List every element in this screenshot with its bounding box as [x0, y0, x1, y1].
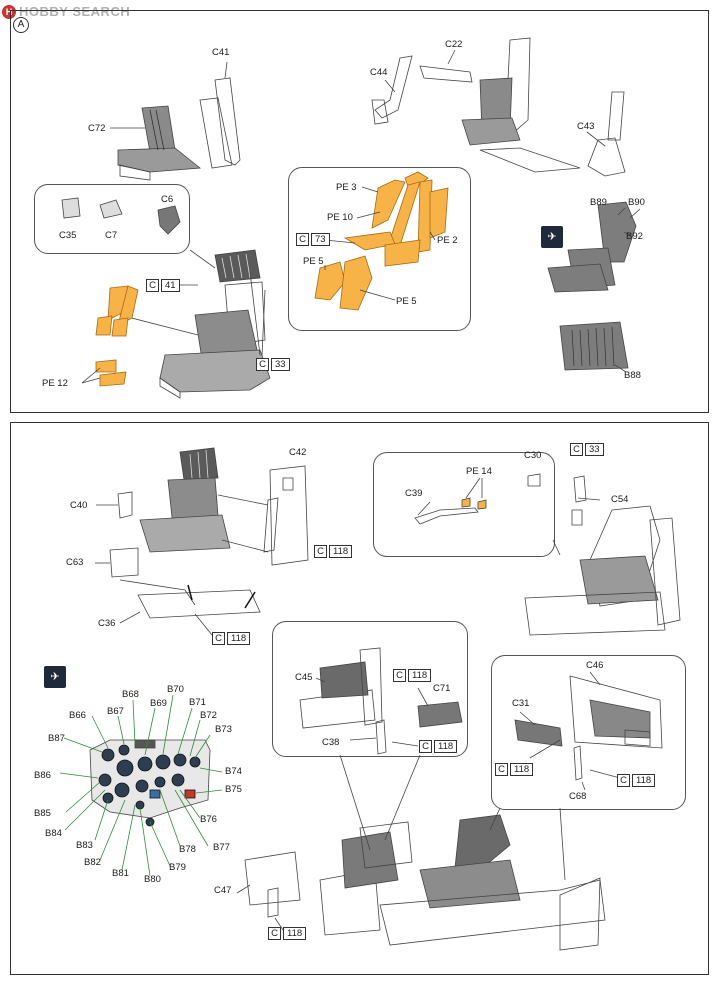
- step-marker: A: [13, 17, 29, 33]
- part-label-c72: C72: [88, 123, 106, 134]
- instrument-label-b68: B68: [122, 689, 139, 700]
- part-label-c40: C40: [70, 500, 88, 511]
- instrument-label-b85: B85: [34, 808, 51, 819]
- part-label-pe2: PE 2: [437, 235, 458, 246]
- callout-bubble-left-console: [272, 621, 468, 757]
- instrument-label-b69: B69: [150, 698, 167, 709]
- part-label-b88: B88: [624, 370, 641, 381]
- part-label-c41: C41: [212, 47, 230, 58]
- hobby-search-watermark: H HOBBY SEARCH: [2, 4, 130, 19]
- instrument-label-b83: B83: [76, 840, 93, 851]
- bottom-panel: [10, 422, 709, 975]
- part-label-c42: C42: [289, 447, 307, 458]
- part-label-pe12: PE 12: [42, 378, 68, 389]
- part-label-c54: C54: [611, 494, 629, 505]
- instrument-label-b75: B75: [225, 784, 242, 795]
- part-label-b92: B92: [626, 231, 643, 242]
- part-label-c63: C63: [66, 557, 84, 568]
- instrument-label-b66: B66: [69, 710, 86, 721]
- hobby-search-logo-icon: H: [2, 4, 16, 19]
- callout-bubble-harness: [288, 167, 471, 331]
- part-label-c38: C38: [322, 737, 340, 748]
- instrument-label-b78: B78: [179, 844, 196, 855]
- part-label-c6: C6: [161, 194, 174, 205]
- callout-bubble-right-console: [491, 655, 686, 810]
- instrument-label-b73: B73: [215, 724, 232, 735]
- part-label-c31: C31: [512, 698, 530, 709]
- instrument-label-b82: B82: [84, 857, 101, 868]
- part-label-c39: C39: [405, 488, 423, 499]
- part-label-c45: C45: [295, 672, 313, 683]
- part-label-c44: C44: [370, 67, 388, 78]
- paint-reference-icon: ✈: [547, 231, 557, 243]
- part-label-c47: C47: [214, 885, 232, 896]
- instrument-label-b86: B86: [34, 770, 51, 781]
- part-label-pe14: PE 14: [466, 466, 492, 477]
- instrument-label-b70: B70: [167, 684, 184, 695]
- instrument-label-b87: B87: [48, 733, 65, 744]
- instrument-label-b81: B81: [112, 868, 129, 879]
- instrument-label-b77: B77: [213, 842, 230, 853]
- part-label-b90: B90: [628, 197, 645, 208]
- part-label-pe5-right: PE 5: [396, 296, 417, 307]
- instrument-label-b71: B71: [189, 697, 206, 708]
- callout-bubble-headrest: [34, 184, 190, 254]
- instrument-label-b84: B84: [45, 828, 62, 839]
- instrument-label-b67: B67: [107, 706, 124, 717]
- callout-bubble-pe14: [373, 452, 555, 557]
- part-label-pe10: PE 10: [327, 212, 353, 223]
- part-label-c46: C46: [586, 660, 604, 671]
- part-label-c7: C7: [105, 230, 118, 241]
- part-label-c30: C30: [524, 450, 542, 461]
- instrument-label-b80: B80: [144, 874, 161, 885]
- part-label-c43: C43: [577, 121, 595, 132]
- part-label-c36: C36: [98, 618, 116, 629]
- part-label-c22: C22: [445, 39, 463, 50]
- instrument-label-b79: B79: [169, 862, 186, 873]
- part-label-pe3: PE 3: [336, 182, 357, 193]
- part-label-c71: C71: [433, 683, 451, 694]
- part-label-c35: C35: [59, 230, 77, 241]
- instrument-label-b74: B74: [225, 766, 242, 777]
- part-label-b89: B89: [590, 197, 607, 208]
- instrument-label-b72: B72: [200, 710, 217, 721]
- watermark-text: HOBBY SEARCH: [19, 4, 131, 19]
- top-panel: [10, 10, 709, 413]
- paint-icon-group: [44, 226, 563, 688]
- part-label-c68: C68: [569, 791, 587, 802]
- part-label-pe5-left: PE 5: [303, 256, 324, 267]
- paint-reference-icon: ✈: [50, 671, 60, 683]
- instrument-label-b76: B76: [200, 814, 217, 825]
